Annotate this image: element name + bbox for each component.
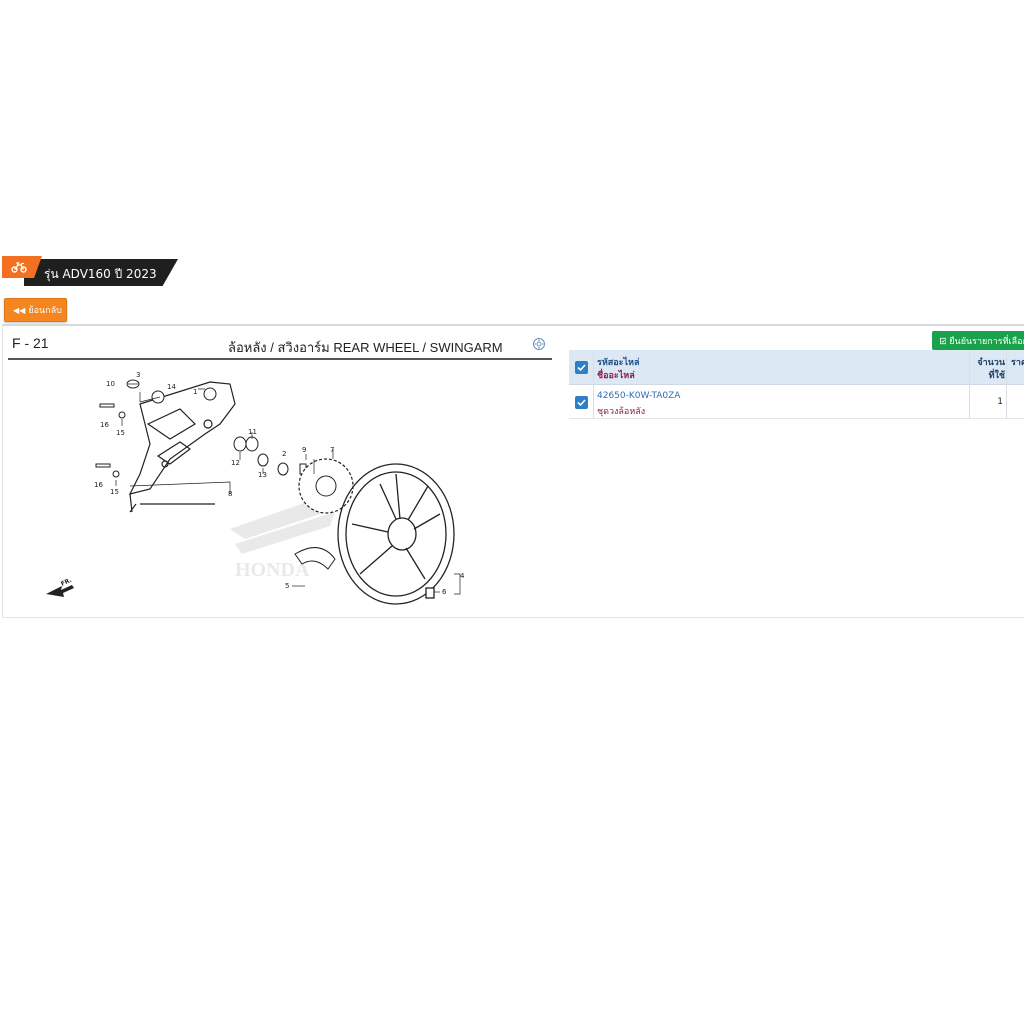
checkmark-icon <box>577 364 586 372</box>
svg-text:14: 14 <box>167 383 176 391</box>
table-row: 42650-K0W-TA0ZA ชุดวงล้อหลัง 1 <box>569 385 1024 419</box>
part-code-link[interactable]: 42650-K0W-TA0ZA <box>597 391 681 401</box>
svg-text:4: 4 <box>460 572 465 580</box>
svg-text:10: 10 <box>106 380 115 388</box>
column-divider <box>1006 385 1007 419</box>
header-quantity-used: ที่ใช้ <box>988 371 1005 381</box>
model-banner: รุ่น ADV160 ปี 2023 <box>2 256 178 286</box>
svg-text:9: 9 <box>302 446 306 454</box>
column-divider <box>593 385 594 419</box>
confirm-selection-label: ยืนยันรายการที่เลือก <box>949 336 1024 347</box>
back-button-label: ย้อนกลับ <box>28 306 62 316</box>
front-direction-arrow: FR. <box>46 577 74 597</box>
honda-watermark: HONDA <box>230 494 335 581</box>
confirm-selection-button[interactable]: ยืนยันรายการที่เลือก <box>932 331 1024 350</box>
brake-disc-drawing <box>298 458 354 514</box>
svg-text:13: 13 <box>258 471 267 479</box>
svg-text:15: 15 <box>110 488 119 496</box>
rear-wheel-drawing <box>337 463 455 605</box>
zoom-icon[interactable] <box>532 337 546 351</box>
model-title: รุ่น ADV160 ปี 2023 <box>44 267 157 281</box>
swingarm-drawing <box>128 381 236 513</box>
figure-code: F - 21 <box>12 335 49 351</box>
row-checkbox[interactable] <box>575 396 588 409</box>
svg-text:16: 16 <box>94 481 103 489</box>
column-divider <box>593 350 594 385</box>
check-square-icon <box>940 337 947 344</box>
part-name: ชุดวงล้อหลัง <box>597 407 646 417</box>
svg-text:FR.: FR. <box>60 577 73 588</box>
svg-text:3: 3 <box>136 371 140 379</box>
svg-text:16: 16 <box>100 421 109 429</box>
leader-lines <box>115 383 461 595</box>
banner-accent <box>2 256 42 278</box>
banner-background <box>24 259 178 286</box>
select-all-checkbox[interactable] <box>575 361 588 374</box>
svg-text:7: 7 <box>330 446 334 454</box>
svg-text:12: 12 <box>231 459 240 467</box>
part-quantity: 1 <box>997 397 1003 407</box>
back-button[interactable]: ◀◀ ย้อนกลับ <box>4 298 67 322</box>
column-divider <box>969 385 970 419</box>
header-price: ราค <box>1011 358 1024 368</box>
column-divider <box>969 350 970 385</box>
header-part-code: รหัสอะไหล่ <box>597 358 640 368</box>
watermark-text: HONDA <box>235 559 310 581</box>
svg-text:1: 1 <box>193 388 197 396</box>
column-divider <box>1006 350 1007 385</box>
svg-text:2: 2 <box>282 450 286 458</box>
double-chevron-left-icon: ◀◀ <box>13 305 26 315</box>
parts-table-header: รหัสอะไหล่ ชื่ออะไหล่ จำนวน ที่ใช้ ราค <box>569 350 1024 385</box>
svg-text:5: 5 <box>285 582 289 590</box>
motorcycle-icon <box>11 262 27 273</box>
figure-title: ล้อหลัง / สวิงอาร์ม REAR WHEEL / SWINGAR… <box>228 340 503 355</box>
parts-diagram[interactable]: HONDA <box>30 364 480 614</box>
checkmark-icon <box>577 399 586 407</box>
small-parts <box>95 379 307 478</box>
callout-numbers: 1 2 3 4 5 6 7 8 9 10 11 12 13 14 15 15 1… <box>94 371 465 596</box>
figure-divider <box>8 358 552 360</box>
svg-text:8: 8 <box>228 490 232 498</box>
fender-drawing <box>294 547 336 570</box>
svg-text:6: 6 <box>442 588 447 596</box>
svg-text:11: 11 <box>248 428 257 436</box>
svg-text:15: 15 <box>116 429 125 437</box>
header-quantity: จำนวน <box>977 358 1005 368</box>
header-part-name: ชื่ออะไหล่ <box>597 371 635 381</box>
